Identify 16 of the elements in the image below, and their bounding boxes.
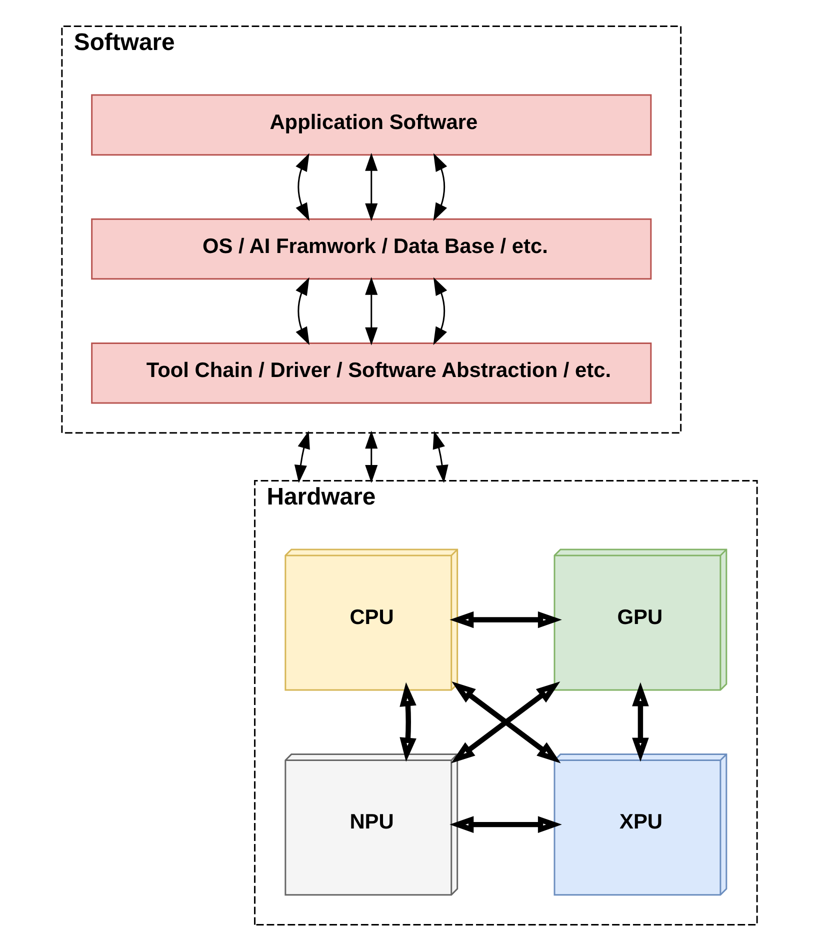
arrow xyxy=(296,277,310,346)
arrow xyxy=(294,430,310,483)
arrow xyxy=(433,277,448,346)
arrow xyxy=(365,276,378,346)
node-box: Tool Chain / Driver / Software Abstraction / etc. xyxy=(91,342,652,404)
arrow xyxy=(632,682,649,762)
arrow xyxy=(365,152,378,222)
node-box: OS / AI Framwork / Data Base / etc. xyxy=(91,218,652,280)
arrow xyxy=(450,611,562,628)
arrow xyxy=(365,430,378,483)
arrow xyxy=(296,153,310,222)
arrow xyxy=(450,816,562,833)
arrow xyxy=(433,153,448,222)
arrow xyxy=(400,682,416,762)
node-box: Application Software xyxy=(91,94,652,156)
arrow xyxy=(432,430,448,483)
